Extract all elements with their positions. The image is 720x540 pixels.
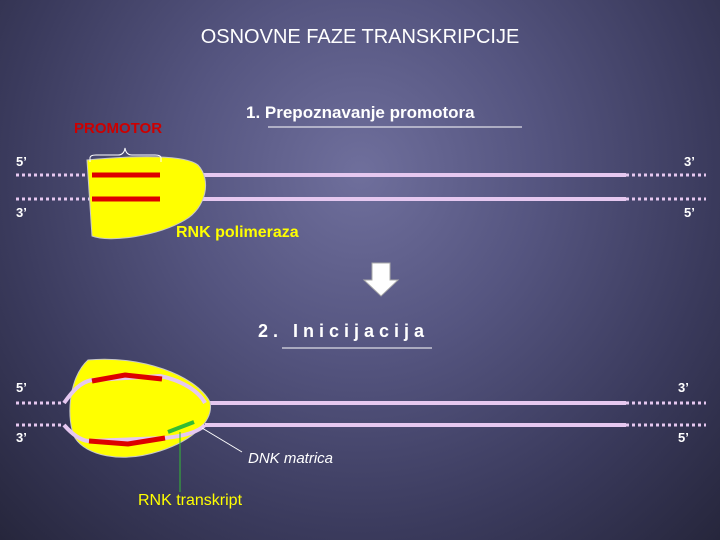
slide-title: OSNOVNE FAZE TRANSKRIPCIJE xyxy=(200,26,520,48)
dna-template-label: DNK matrica xyxy=(248,450,334,467)
step2-bottom-right-end-label: 5’ xyxy=(678,430,689,445)
rna-polymerase-label: RNK polimeraza xyxy=(176,224,299,241)
rna-transcript xyxy=(167,420,195,434)
promoter2-bottom-segment xyxy=(88,435,166,447)
dna2-bottom-strand-bubble xyxy=(62,423,207,444)
promoter2-top-segment xyxy=(91,372,163,384)
step1-top-right-end-label: 3’ xyxy=(684,154,695,169)
step2-bottom-left-end-label: 3’ xyxy=(16,430,27,445)
step2-top-right-end-label: 3’ xyxy=(678,380,689,395)
template-callout-line xyxy=(201,427,243,453)
down-arrow xyxy=(362,262,400,297)
dna-duplex-step2 xyxy=(16,358,706,492)
promoter-brace xyxy=(89,147,162,162)
step2-heading: 2. Inicijacija xyxy=(258,321,430,341)
dna-duplex-step1 xyxy=(16,147,706,240)
step1-bottom-left-end-label: 3’ xyxy=(16,205,27,220)
step1-bottom-right-end-label: 5’ xyxy=(684,205,695,220)
step1-top-left-end-label: 5’ xyxy=(16,154,27,169)
dna2-top-strand-bubble xyxy=(62,373,207,405)
rna-transcript-label: RNK transkript xyxy=(138,492,243,509)
promotor-label: PROMOTOR xyxy=(74,120,163,137)
rna-polymerase-step2 xyxy=(69,358,211,458)
step1-heading: 1. Prepoznavanje promotora xyxy=(246,103,475,122)
step2-top-left-end-label: 5’ xyxy=(16,380,27,395)
